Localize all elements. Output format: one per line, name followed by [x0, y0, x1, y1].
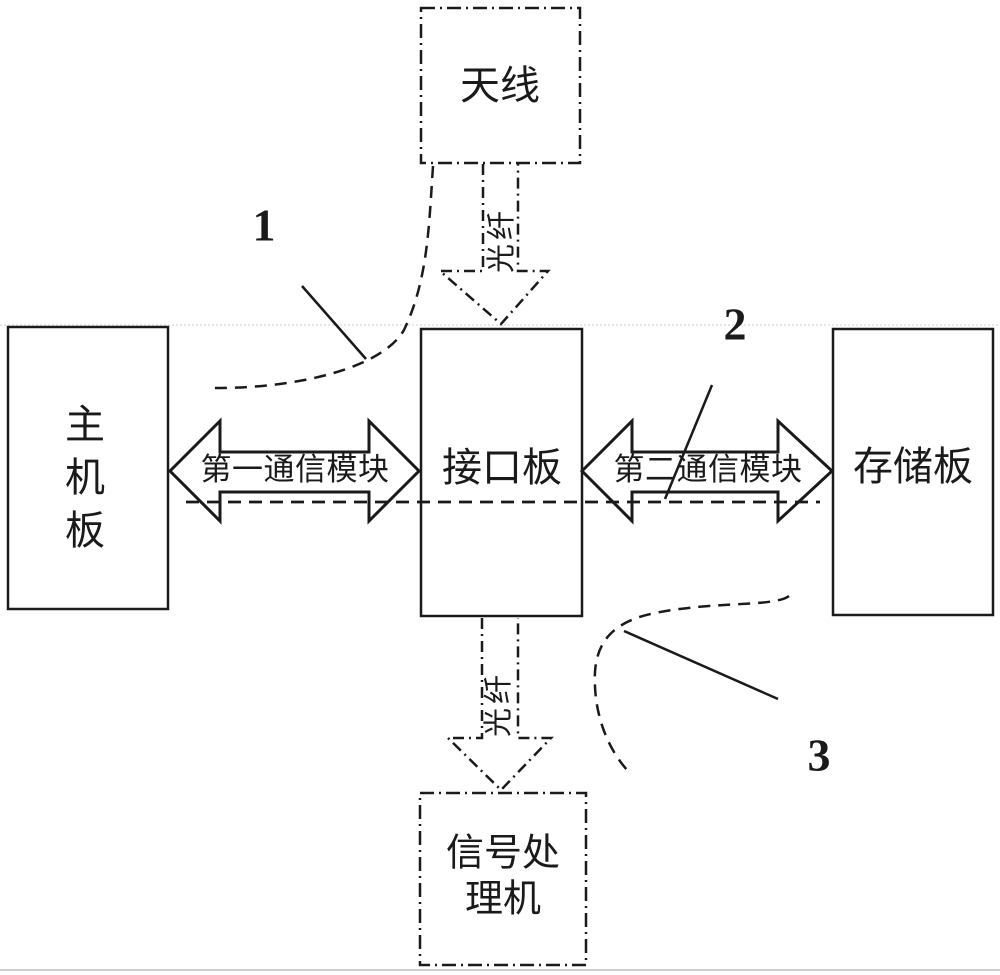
ref-2-leader-line [663, 384, 714, 500]
fiber-top-label: 光纤 [486, 206, 519, 274]
ref-1-leader-line [301, 285, 367, 360]
main-board-box [6, 325, 170, 611]
ref-2-label: 2 [723, 298, 747, 350]
comm-module-1-label: 第一通信模块 [200, 451, 390, 487]
ref-1-curve [208, 165, 435, 390]
ref-3-leader-line [623, 629, 779, 701]
storage-board-label: 存储板 [853, 444, 973, 489]
main-board-label: 主机板 [65, 401, 105, 553]
signal-processor-box [418, 791, 588, 967]
ref-1-label: 1 [252, 199, 276, 251]
ref-3-label: 3 [807, 729, 831, 781]
fiber-arrow-top [436, 164, 551, 326]
interface-board-label: 接口板 [442, 445, 562, 490]
storage-board-box [831, 327, 995, 617]
fiber-bottom-label: 光纤 [483, 670, 516, 738]
antenna-box [419, 6, 582, 165]
signal-processor-label: 信号处理机 [445, 832, 560, 920]
ref-3-curve [593, 594, 790, 772]
fiber-arrow-bottom [444, 618, 554, 792]
antenna-label: 天线 [460, 63, 540, 108]
comm-module-2-label: 第二通信模块 [613, 451, 803, 487]
